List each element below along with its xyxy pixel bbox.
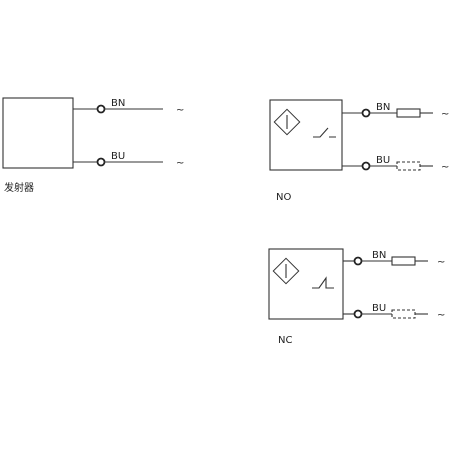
emitter-bn-terminal	[96, 104, 106, 114]
nc-contact-icon	[312, 276, 334, 289]
receiver-nc-bu-load	[391, 309, 416, 319]
receiver-nc-bu-end: ~	[437, 310, 445, 321]
receiver-nc-bn-label: BN	[372, 250, 386, 261]
receiver-no-group: BN ~ BU ~ NO	[269, 99, 449, 203]
emitter-bn-end: ~	[176, 105, 184, 116]
receiver-nc-bn-terminal	[353, 256, 363, 266]
sensor-symbol-icon	[272, 257, 300, 285]
emitter-bu-terminal	[96, 157, 106, 167]
receiver-nc-bn-end: ~	[437, 257, 445, 268]
emitter-bu-end: ~	[176, 158, 184, 169]
receiver-no-bu-terminal	[361, 161, 371, 171]
receiver-no-bn-load	[396, 108, 421, 118]
receiver-no-bn-end: ~	[441, 109, 449, 120]
receiver-no-bn-terminal	[361, 108, 371, 118]
receiver-no-bu-label: BU	[376, 155, 390, 166]
emitter-group: BN ~ BU ~ 发射器	[2, 97, 184, 194]
emitter-bn-label: BN	[111, 98, 125, 109]
emitter-caption: 发射器	[4, 181, 34, 194]
sensor-symbol-icon	[273, 108, 301, 136]
receiver-no-body	[269, 99, 343, 171]
receiver-nc-bu-terminal	[353, 309, 363, 319]
receiver-no-bu-load	[396, 161, 421, 171]
receiver-nc-body	[268, 248, 344, 320]
receiver-nc-bn-load	[391, 256, 416, 266]
receiver-nc-caption: NC	[278, 335, 292, 346]
no-contact-icon	[313, 127, 336, 138]
receiver-no-bn-label: BN	[376, 102, 390, 113]
receiver-nc-group: BN ~ BU ~ NC	[268, 248, 445, 346]
emitter-bu-label: BU	[111, 151, 125, 162]
receiver-nc-bu-label: BU	[372, 303, 386, 314]
receiver-no-caption: NO	[276, 192, 291, 203]
emitter-body	[2, 97, 74, 169]
receiver-no-bu-end: ~	[441, 162, 449, 173]
